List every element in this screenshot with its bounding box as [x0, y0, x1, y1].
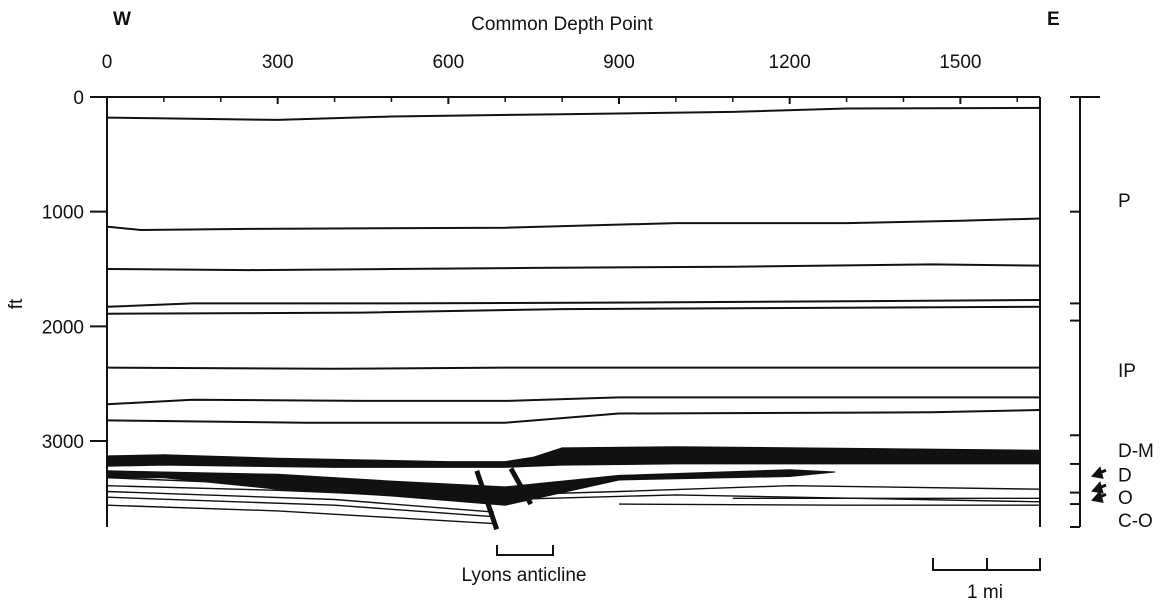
arrow-icon — [1091, 490, 1107, 503]
fault-line — [474, 470, 500, 531]
chart-title: Common Depth Point — [471, 14, 653, 35]
x-tick-label: 600 — [432, 52, 464, 73]
east-label: E — [1047, 9, 1060, 30]
strat-label: D-M — [1118, 441, 1154, 462]
x-tick-label: 300 — [262, 52, 294, 73]
strat-label: C-O — [1118, 511, 1153, 532]
y-tick-label: 3000 — [42, 432, 84, 453]
strat-label: O — [1118, 488, 1133, 509]
strat-label: P — [1118, 191, 1131, 212]
arrow-icon — [1091, 481, 1107, 494]
stratigraphic-column: P IP D-M DOC-O — [1070, 96, 1154, 532]
scale-label: 1 mi — [967, 582, 1003, 603]
horizon-line — [106, 106, 1041, 121]
fault-line — [508, 467, 534, 506]
faults — [474, 467, 534, 531]
lyons-anticline-bracket — [496, 545, 554, 556]
horizon-line — [106, 366, 1040, 370]
y-tick-label: 1000 — [42, 203, 84, 224]
thin-horizon-line — [106, 496, 494, 518]
thin-horizon-line — [618, 503, 1040, 506]
thick-bed — [106, 446, 1041, 468]
x-tick-label: 900 — [603, 52, 635, 73]
arrow-icon — [1091, 466, 1107, 479]
strat-label: D — [1118, 465, 1132, 486]
thin-horizon-line — [106, 490, 494, 513]
x-tick-label: 1500 — [939, 52, 981, 73]
thin-horizon-line — [106, 504, 494, 525]
y-tick-label: 0 — [73, 88, 84, 109]
horizon-line — [106, 305, 1041, 315]
horizon-line — [106, 263, 1041, 272]
strat-label: IP — [1118, 361, 1136, 382]
horizon-line — [106, 217, 1041, 231]
y-axis-label: ft — [6, 298, 27, 309]
horizon-line — [106, 409, 1041, 424]
horizon-line — [106, 299, 1041, 308]
west-label: W — [113, 9, 131, 30]
scale-bar — [932, 558, 1041, 571]
y-tick-label: 2000 — [42, 317, 84, 338]
x-tick-label: 1200 — [769, 52, 811, 73]
y-axis: 0 1000 2000 3000 — [42, 88, 107, 453]
thick-bed — [106, 469, 836, 506]
x-tick-label: 0 — [102, 52, 113, 73]
horizon-line — [106, 396, 1040, 406]
structure-label: Lyons anticline — [462, 565, 587, 586]
